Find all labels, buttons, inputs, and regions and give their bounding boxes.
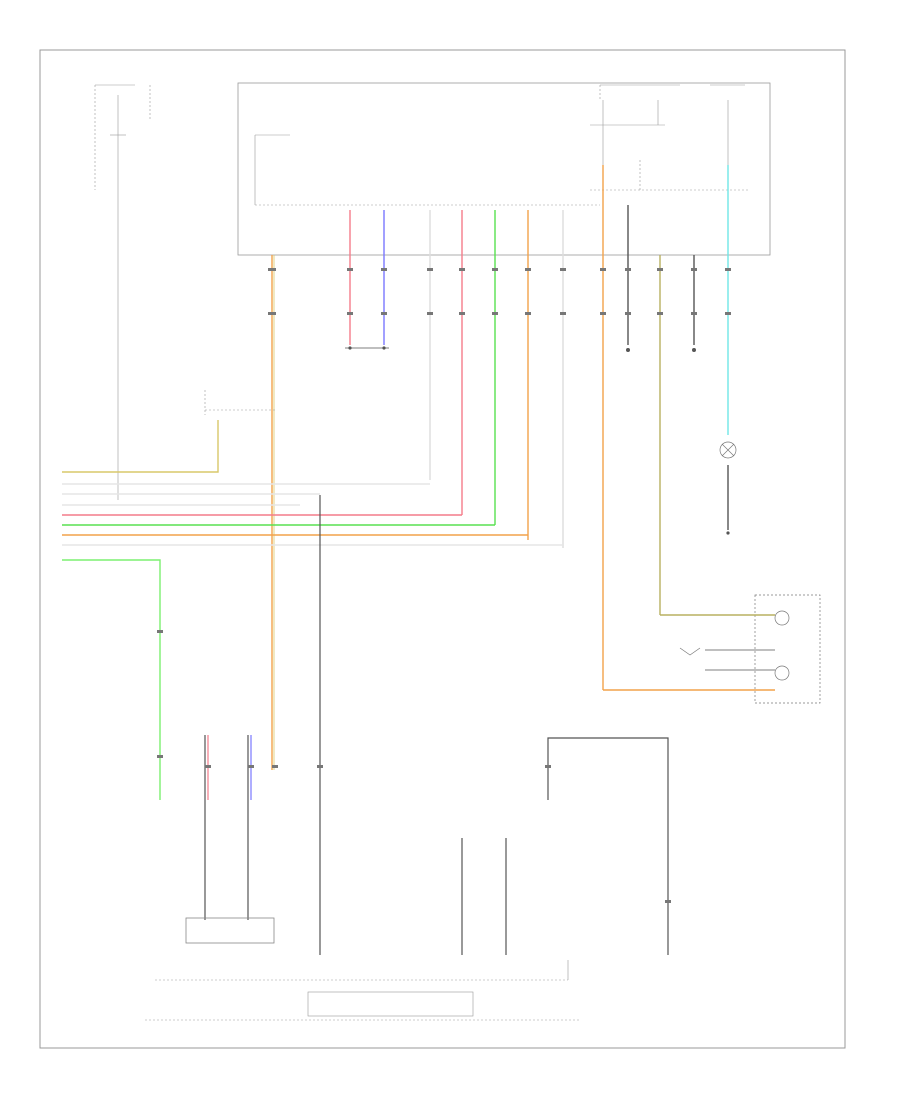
control-module-box	[237, 82, 771, 256]
ground-symbols	[348, 346, 730, 535]
top-right-power-feeds	[590, 84, 750, 191]
connector-ticks	[157, 268, 731, 903]
ecu-terminal-wires	[271, 165, 729, 770]
right-indicator-cluster	[603, 594, 821, 704]
bottom-left-module	[185, 917, 275, 944]
diagram-frame	[39, 49, 846, 1049]
bottom-dashed-lines	[145, 960, 580, 1021]
bottom-harness	[204, 495, 669, 955]
left-harness-bus	[62, 420, 563, 800]
left-power-feed	[94, 84, 151, 500]
ecu-internal-bus	[254, 134, 600, 206]
splice-box-left	[204, 390, 275, 415]
lamp-icon	[719, 441, 737, 459]
